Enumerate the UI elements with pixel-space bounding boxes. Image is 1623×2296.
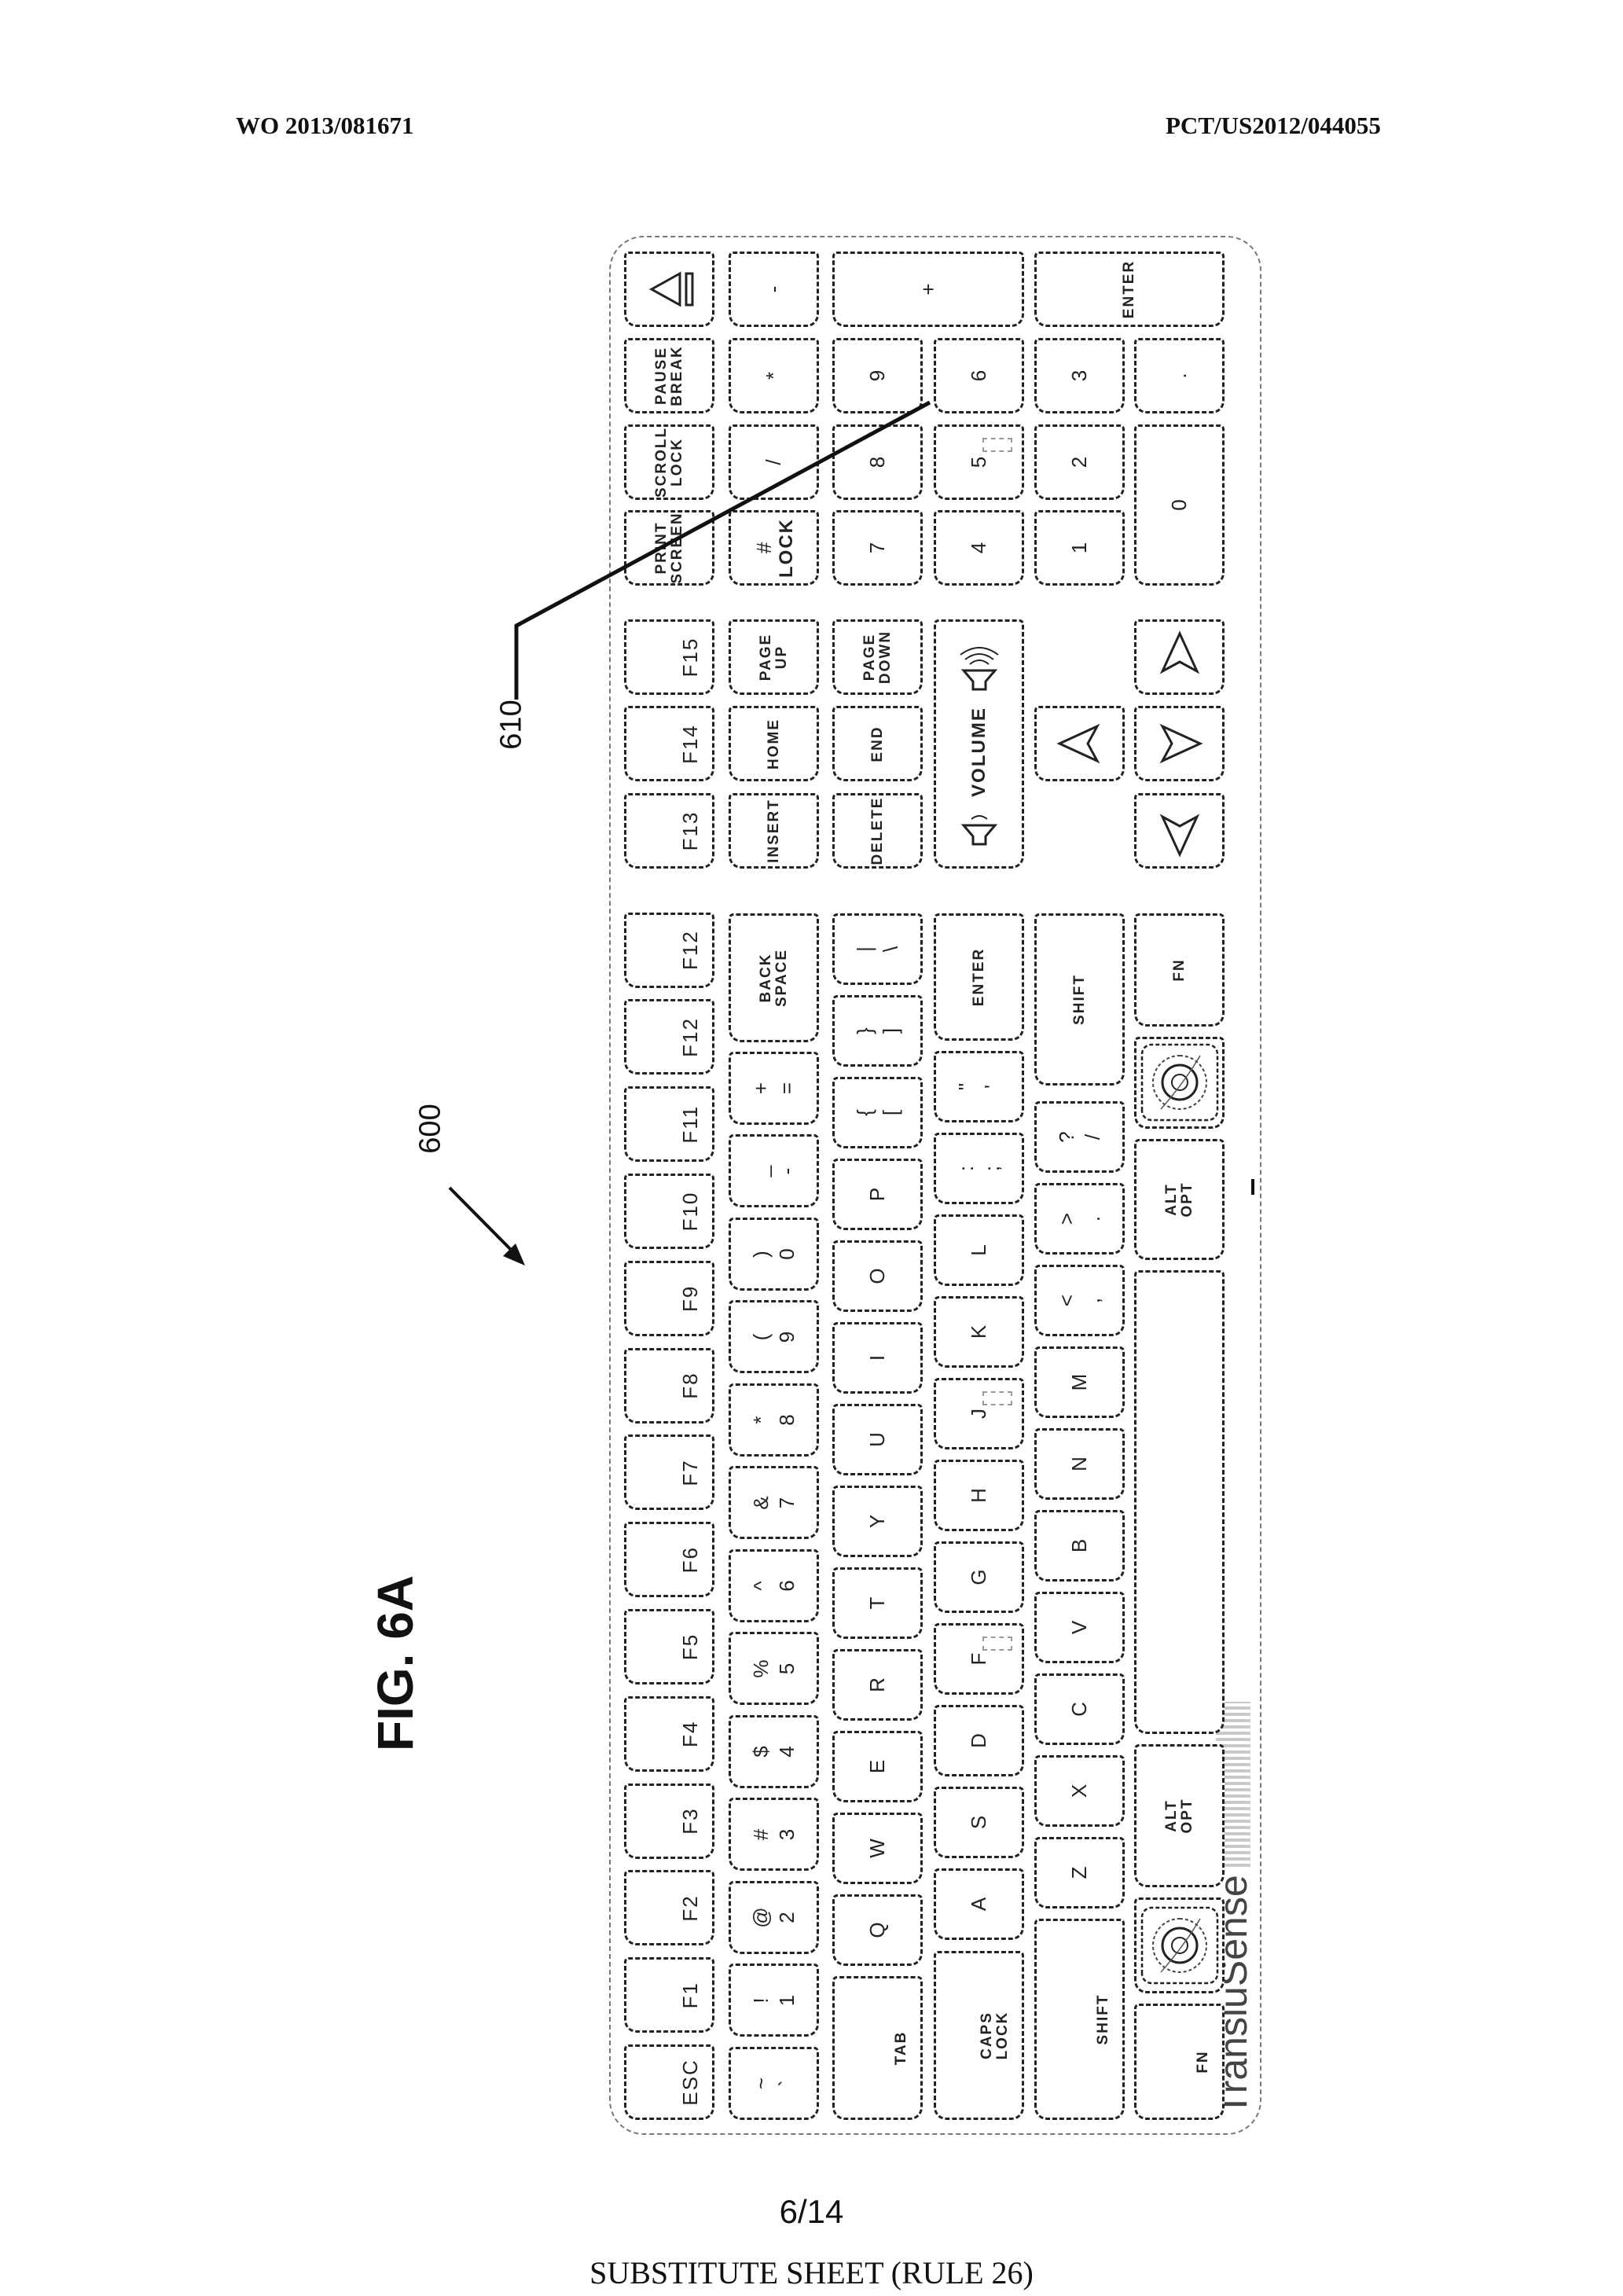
touch-sensor-icon (1140, 1906, 1218, 1985)
touch-sensor-icon (1140, 1044, 1218, 1122)
key-sensor-right[interactable] (1134, 1037, 1225, 1129)
key-sensor-left[interactable] (1134, 1897, 1225, 1993)
speaker-quiet-icon (960, 815, 997, 846)
sheet-note: SUBSTITUTE SHEET (RULE 26) (589, 2255, 1034, 2290)
arrow-600 (448, 1186, 525, 1266)
key-arrow-down[interactable] (1134, 706, 1225, 782)
arrow-right-icon (1159, 630, 1199, 674)
publication-number: WO 2013/081671 (236, 112, 414, 139)
arrow-down-icon (1159, 724, 1203, 764)
key-arrow-right[interactable] (1134, 619, 1225, 695)
key-volume[interactable]: VOLUME (934, 619, 1024, 869)
leader-line-610 (514, 400, 931, 700)
arrow-left-icon (1159, 814, 1199, 858)
speaker-loud-icon (959, 647, 999, 691)
arrow-up-icon (1056, 724, 1100, 764)
key-eject[interactable] (624, 252, 714, 327)
application-number: PCT/US2012/044055 (1166, 112, 1381, 139)
key-arrow-up[interactable] (1034, 706, 1125, 782)
page-number: 6/14 (779, 2193, 844, 2230)
eject-icon (648, 271, 693, 307)
key-arrow-left[interactable] (1134, 793, 1225, 869)
